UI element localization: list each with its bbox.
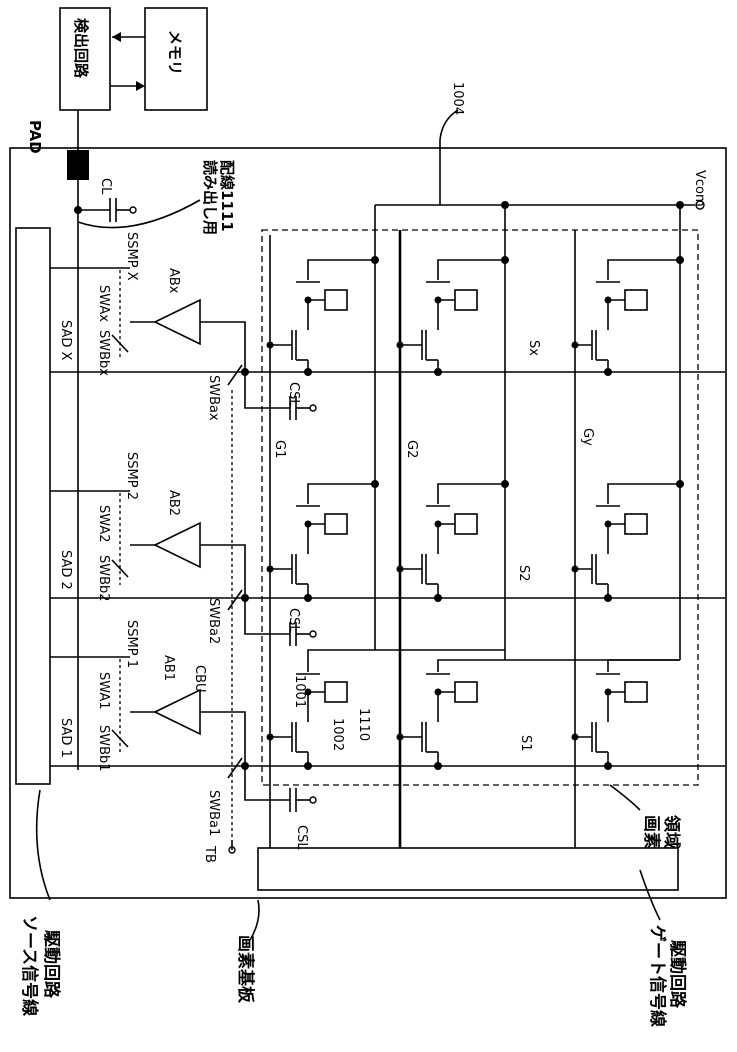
sad1-label: SAD 1 (58, 718, 73, 758)
ssmp1-label: SSMP 1 (124, 620, 139, 668)
pad (67, 150, 89, 180)
swa1-label: SWA1 (96, 672, 111, 710)
gate-driver-label-1: ゲート信号線 (647, 925, 668, 1027)
gate-driver-label-2: 駆動回路 (667, 940, 688, 1009)
ssmp2-label: SSMP 2 (124, 452, 139, 500)
ref-1001-label: 1001 (292, 675, 307, 708)
source-driver-label-2: 駆動回路 (41, 930, 62, 999)
ssmpx-label: SSMP X (124, 232, 139, 281)
source-driver-box (16, 228, 50, 784)
abx-label: ABx (166, 268, 181, 294)
ab1-label: AB1 (161, 655, 176, 681)
csl-label-2: CSL (286, 608, 301, 633)
vcom-label: Vcom (692, 170, 707, 207)
ref-1002-label: 1002 (330, 718, 345, 751)
sad2-label: SAD 2 (58, 550, 73, 590)
swa2-label: SWA2 (96, 505, 111, 543)
cbu-label: CBU (192, 665, 207, 693)
gate-driver-box (258, 848, 678, 890)
s2-label: S2 (516, 565, 531, 582)
cl-label: CL (98, 178, 113, 195)
readout-label-2: 配線1111 (218, 160, 236, 232)
gy-label: Gy (580, 428, 595, 446)
sx-label: Sx (526, 340, 541, 356)
swbax-label: SWBax (206, 375, 221, 421)
ab2-label: AB2 (166, 490, 181, 516)
s1-label: S1 (518, 735, 533, 752)
memory-label: メモリ (166, 30, 184, 75)
g1-label: G1 (272, 440, 287, 458)
pixel-area-label-2: 領域 (661, 815, 682, 849)
swbx-label: SWBbx (96, 330, 111, 376)
swba2-label: SWBa2 (206, 598, 221, 644)
swb2-label: SWBb2 (96, 555, 111, 602)
csl-label-1: CSL (294, 825, 309, 850)
sadx-label: SAD X (58, 320, 73, 361)
amp-abx (155, 300, 200, 344)
source-driver-label-1: ソース信号線 (19, 915, 40, 1016)
swax-label: SWAx (96, 285, 111, 322)
csl-label-x: CSL (286, 382, 301, 407)
ref-1004-label: 1004 (450, 82, 465, 115)
pixel-cells (267, 260, 681, 766)
substrate-label: 画素基板 (235, 935, 256, 1004)
tb-label: TB (202, 845, 217, 863)
swba1-label: SWBa1 (206, 790, 221, 836)
ref-1110-label: 1110 (356, 708, 371, 741)
swb1-label: SWBb1 (96, 725, 111, 772)
detect-circuit-label: 検出回路 (72, 18, 90, 79)
pad-label: PAD (26, 120, 44, 154)
readout-label: 読み出し用 (201, 160, 219, 235)
g2-label: G2 (404, 440, 419, 458)
pixel-area-label-1: 画素 (641, 815, 661, 849)
amp-ab1 (155, 690, 200, 734)
amp-ab2 (155, 523, 200, 567)
